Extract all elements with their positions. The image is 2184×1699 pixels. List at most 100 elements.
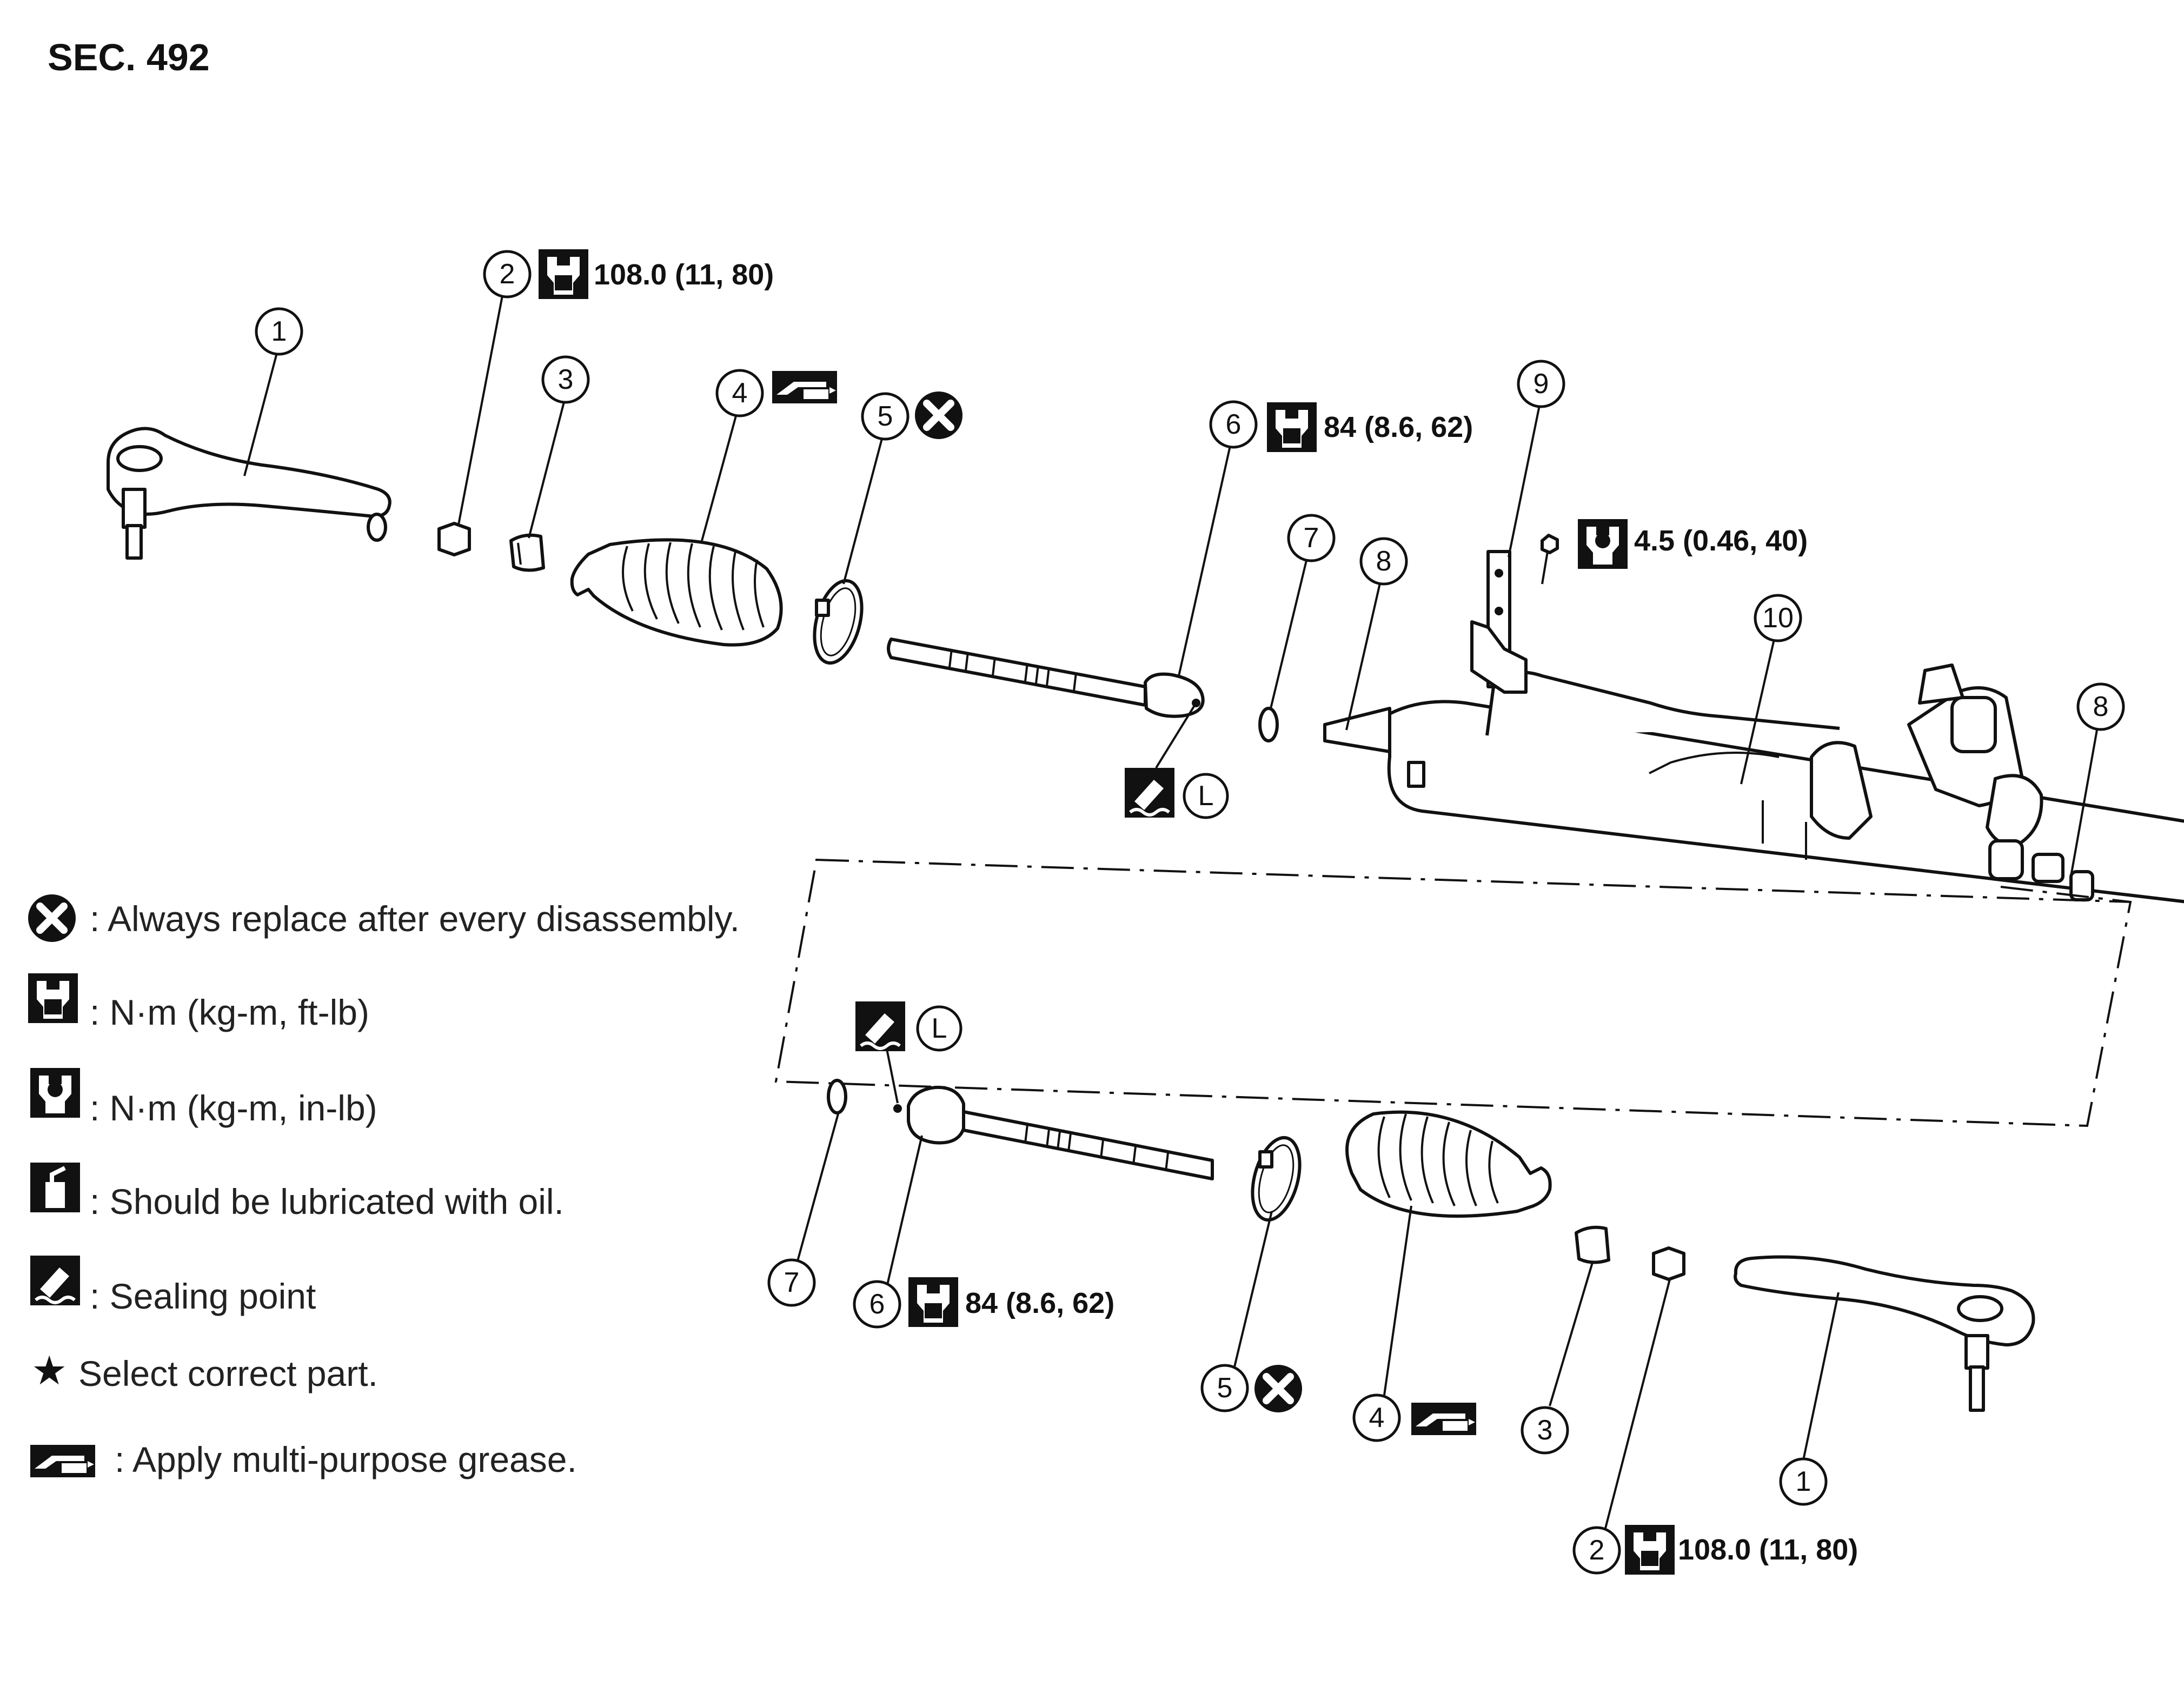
inner-socket-bottom bbox=[893, 1085, 1214, 1180]
svg-text:9: 9 bbox=[1534, 368, 1549, 400]
legend-text-select: Select correct part. bbox=[78, 1353, 378, 1393]
svg-text:5: 5 bbox=[878, 401, 893, 432]
torque-ftlb-icon bbox=[1625, 1525, 1675, 1575]
torque-inlb-icon bbox=[30, 1068, 80, 1118]
leader-8-top bbox=[1345, 578, 1382, 731]
torque-inlb-icon bbox=[1578, 519, 1628, 569]
svg-text:4: 4 bbox=[1369, 1402, 1385, 1433]
callout-5-bottom: 5 bbox=[1200, 1364, 1249, 1412]
callout-6-top: 6 bbox=[1209, 400, 1258, 449]
callout-2-bottom: 2 bbox=[1572, 1526, 1621, 1575]
leader-4-top bbox=[701, 412, 738, 541]
boot-band-bottom bbox=[1251, 1136, 1302, 1222]
leader-1-top bbox=[243, 344, 280, 476]
svg-text:7: 7 bbox=[1304, 522, 1319, 554]
lock-plate-top bbox=[1258, 707, 1279, 742]
boot-clamp-small-bottom bbox=[1575, 1225, 1610, 1264]
svg-text:3: 3 bbox=[558, 364, 574, 395]
grease-icon bbox=[772, 371, 837, 403]
callout-3-bottom: 3 bbox=[1521, 1406, 1569, 1455]
lock-nut-bottom bbox=[1652, 1246, 1685, 1281]
outer-socket-bottom bbox=[1734, 1255, 2035, 1412]
mounting-bracket bbox=[1470, 550, 1528, 694]
grease-icon bbox=[30, 1445, 95, 1477]
svg-text:L: L bbox=[932, 1013, 947, 1044]
replace-icon bbox=[28, 894, 76, 942]
leader-6-top bbox=[1178, 443, 1232, 676]
torque-ftlb-icon bbox=[28, 973, 78, 1023]
replace-icon bbox=[1254, 1365, 1302, 1412]
leader-2-bottom bbox=[1604, 1279, 1671, 1531]
boot-band-top bbox=[813, 579, 864, 665]
callout-2-top: 2 bbox=[483, 250, 532, 298]
torque-ftlb-icon bbox=[539, 249, 588, 299]
steering-gear-housing bbox=[1323, 663, 2184, 904]
boot-bottom bbox=[1345, 1110, 1552, 1218]
legend-text-grease: : Apply multi-purpose grease. bbox=[115, 1439, 577, 1479]
svg-text:5: 5 bbox=[1217, 1372, 1233, 1404]
torque-spec-inner-socket-bottom: 84 (8.6, 62) bbox=[965, 1287, 1114, 1319]
callout-1-top: 1 bbox=[255, 307, 303, 356]
legend-text-torque-ftlb: : N·m (kg-m, ft-lb) bbox=[90, 992, 369, 1032]
leader-sealant-bottom bbox=[886, 1048, 899, 1104]
callout-9: 9 bbox=[1517, 360, 1565, 408]
svg-text:6: 6 bbox=[869, 1289, 885, 1320]
svg-text:8: 8 bbox=[2093, 691, 2109, 722]
svg-text:7: 7 bbox=[784, 1267, 800, 1298]
leader-sealant-top bbox=[1155, 702, 1197, 769]
legend-text-sealing: : Sealing point bbox=[90, 1276, 316, 1316]
svg-text:L: L bbox=[1198, 780, 1214, 812]
sealant-letter-bottom: L bbox=[916, 1005, 962, 1052]
callout-10: 10 bbox=[1754, 594, 1802, 642]
callout-4-bottom: 4 bbox=[1352, 1393, 1401, 1442]
boot-clamp-small-top bbox=[509, 533, 545, 572]
leader-7-bottom bbox=[794, 1113, 839, 1271]
leader-2-top bbox=[457, 293, 504, 525]
replace-icon bbox=[915, 391, 962, 439]
bracket-bolt bbox=[1541, 534, 1559, 585]
callout-8-top: 8 bbox=[1359, 537, 1408, 586]
torque-spec-bracket-bolt: 4.5 (0.46, 40) bbox=[1634, 525, 1808, 557]
legend-text-oil: : Should be lubricated with oil. bbox=[90, 1182, 564, 1222]
callout-5-top: 5 bbox=[861, 392, 910, 441]
torque-ftlb-icon bbox=[1267, 402, 1317, 452]
leader-4-bottom bbox=[1383, 1205, 1412, 1396]
svg-text:2: 2 bbox=[500, 258, 515, 290]
callout-7-top: 7 bbox=[1287, 514, 1336, 562]
leader-1-bottom bbox=[1802, 1292, 1840, 1461]
sealing-icon bbox=[855, 1001, 905, 1051]
leader-5-top bbox=[842, 432, 885, 585]
oil-icon bbox=[30, 1163, 80, 1212]
torque-spec-inner-socket-top: 84 (8.6, 62) bbox=[1324, 411, 1473, 443]
lock-nut-top bbox=[437, 522, 471, 556]
sealing-icon bbox=[30, 1256, 80, 1305]
callout-1-bottom: 1 bbox=[1779, 1457, 1828, 1506]
legend-text-replace: : Always replace after every disassembly… bbox=[90, 899, 740, 939]
svg-text:4: 4 bbox=[732, 377, 748, 409]
sealing-icon bbox=[1125, 768, 1174, 818]
boot-top bbox=[570, 538, 783, 647]
leader-3-top bbox=[528, 395, 567, 539]
inner-socket-top bbox=[887, 638, 1205, 718]
outer-socket-top bbox=[107, 427, 391, 560]
grease-icon bbox=[1411, 1403, 1476, 1435]
callout-4-top: 4 bbox=[715, 369, 764, 417]
svg-text:1: 1 bbox=[1796, 1466, 1811, 1497]
section-title: SEC. 492 bbox=[48, 36, 210, 78]
callout-3-top: 3 bbox=[541, 355, 590, 404]
sealant-letter-top: L bbox=[1183, 773, 1229, 819]
leader-5-bottom bbox=[1232, 1211, 1273, 1374]
leader-8-right bbox=[2070, 729, 2098, 877]
rack-centerline bbox=[2000, 886, 2131, 903]
legend: : Always replace after every disassembly… bbox=[28, 894, 740, 1479]
leader-6-bottom bbox=[886, 1135, 923, 1287]
torque-spec-outer-nut-top: 108.0 (11, 80) bbox=[594, 258, 774, 291]
leader-3-bottom bbox=[1549, 1262, 1594, 1406]
torque-ftlb-icon bbox=[908, 1277, 958, 1327]
svg-text:2: 2 bbox=[1589, 1535, 1605, 1566]
callout-7-bottom: 7 bbox=[767, 1258, 816, 1307]
torque-spec-outer-nut-bottom: 108.0 (11, 80) bbox=[1678, 1534, 1858, 1566]
svg-text:6: 6 bbox=[1226, 409, 1242, 440]
leader-9 bbox=[1508, 402, 1541, 558]
